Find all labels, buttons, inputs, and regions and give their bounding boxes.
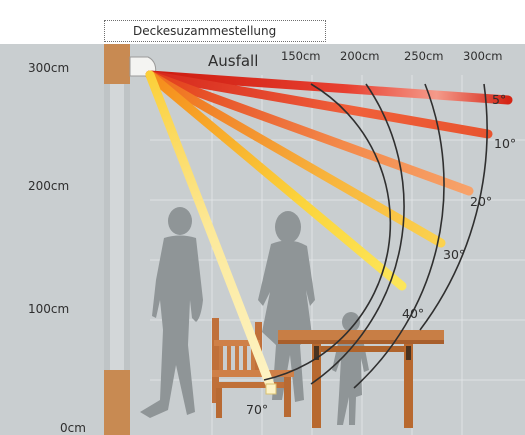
- silhouettes: [140, 207, 369, 425]
- woman-silhouette-icon: [258, 211, 315, 402]
- beam-10: [145, 70, 493, 139]
- caption-text: Deckesuzammestellung: [133, 24, 277, 38]
- beam-30: [145, 70, 446, 248]
- pillar-top-wood: [104, 44, 130, 84]
- wall-pillar: [104, 44, 130, 435]
- child-silhouette-icon: [332, 312, 369, 425]
- beam-20: [145, 70, 474, 196]
- beam-70-end-marker: [265, 383, 277, 395]
- beams: [145, 70, 513, 395]
- angle-label-70: 70°: [246, 402, 268, 417]
- reach-arc-300cm: [419, 83, 488, 331]
- beam-5: [145, 70, 513, 105]
- reach-arc-150cm: [263, 83, 392, 381]
- vertical-axis: 300cm 200cm 100cm 0cm: [28, 61, 86, 435]
- angle-label-30: 30°: [443, 247, 465, 262]
- vtick-100: 100cm: [28, 302, 69, 316]
- angle-label-40: 40°: [402, 306, 424, 321]
- htick-150: 150cm: [281, 49, 320, 63]
- angle-label-20: 20°: [470, 194, 492, 209]
- horizontal-axis-title: Ausfall: [208, 52, 258, 70]
- vtick-300: 300cm: [28, 61, 69, 75]
- horizontal-axis: Ausfall 150cm 200cm 250cm 300cm: [208, 49, 502, 70]
- reach-arcs: [263, 83, 488, 389]
- man-silhouette-icon: [140, 207, 203, 418]
- beam-70: [145, 70, 277, 395]
- angle-labels: 5° 10° 20° 30° 40° 70°: [246, 92, 516, 417]
- htick-300: 300cm: [463, 49, 502, 63]
- beam-40: [145, 70, 407, 291]
- vtick-200: 200cm: [28, 179, 69, 193]
- vtick-0: 0cm: [60, 421, 86, 435]
- pillar-base-wood: [104, 370, 130, 435]
- reach-arc-200cm: [310, 83, 405, 385]
- reach-arc-250cm: [353, 83, 445, 389]
- angle-label-5: 5°: [492, 92, 506, 107]
- caption-box: Deckesuzammestellung: [104, 20, 326, 42]
- angle-label-10: 10°: [494, 136, 516, 151]
- htick-200: 200cm: [340, 49, 379, 63]
- htick-250: 250cm: [404, 49, 443, 63]
